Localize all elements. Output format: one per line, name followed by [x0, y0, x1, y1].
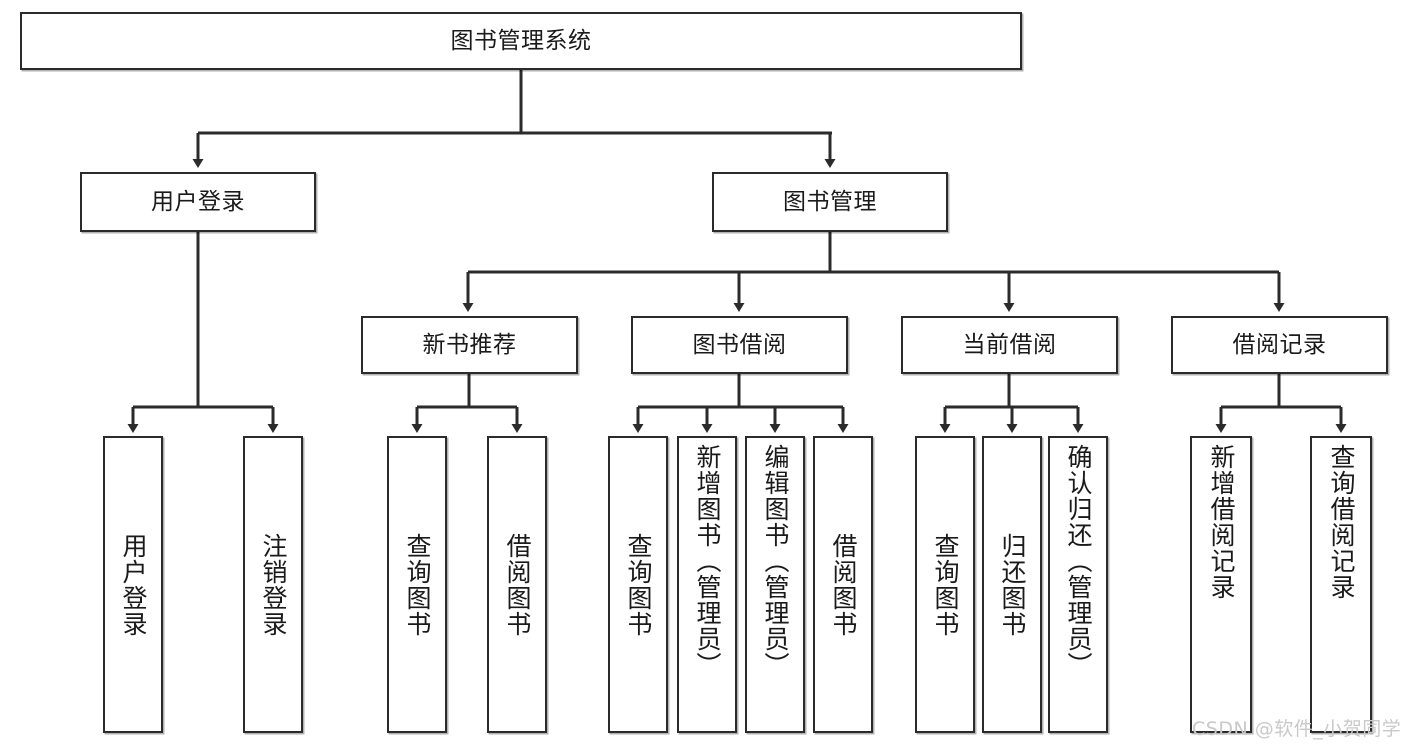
leaf-query-book-borrow[interactable]: 查询图书	[608, 436, 668, 733]
node-user-login-label: 用户登录	[151, 188, 245, 215]
leaf-query-book-current[interactable]: 查询图书	[915, 436, 975, 733]
leaf-logout-label: 注销登录	[259, 532, 288, 637]
node-root[interactable]: 图书管理系统	[20, 12, 1022, 70]
leaf-add-book-admin-label: 新增图书（管理员）	[693, 444, 722, 678]
leaf-logout[interactable]: 注销登录	[243, 436, 303, 733]
leaf-query-book-recommend-label: 查询图书	[403, 532, 432, 637]
node-book-borrow-label: 图书借阅	[692, 331, 787, 358]
node-book-borrow[interactable]: 图书借阅	[631, 316, 848, 374]
node-book-management-label: 图书管理	[783, 188, 877, 215]
leaf-return-book[interactable]: 归还图书	[982, 436, 1042, 733]
leaf-query-borrow-record[interactable]: 查询借阅记录	[1310, 436, 1372, 733]
leaf-add-borrow-record[interactable]: 新增借阅记录	[1190, 436, 1252, 733]
leaf-user-login[interactable]: 用户登录	[103, 436, 163, 733]
node-borrow-record-label: 借阅记录	[1232, 331, 1327, 358]
leaf-borrow-book[interactable]: 借阅图书	[813, 436, 873, 733]
leaf-confirm-return-admin[interactable]: 确认归还（管理员）	[1048, 436, 1108, 733]
leaf-edit-book-admin[interactable]: 编辑图书（管理员）	[745, 436, 805, 733]
node-current-borrow[interactable]: 当前借阅	[901, 316, 1118, 374]
leaf-query-borrow-record-label: 查询借阅记录	[1327, 444, 1356, 600]
csdn-watermark: CSDN @软件_小贺同学	[1192, 718, 1402, 740]
leaf-return-book-label: 归还图书	[998, 532, 1027, 637]
leaf-borrow-book-recommend-label: 借阅图书	[503, 532, 532, 637]
leaf-query-book-borrow-label: 查询图书	[624, 532, 653, 637]
leaf-query-book-recommend[interactable]: 查询图书	[387, 436, 447, 733]
node-new-book-recommend-label: 新书推荐	[422, 331, 517, 358]
node-book-management[interactable]: 图书管理	[712, 172, 948, 232]
node-user-login[interactable]: 用户登录	[80, 172, 316, 232]
leaf-edit-book-admin-label: 编辑图书（管理员）	[761, 444, 790, 678]
leaf-borrow-book-label: 借阅图书	[829, 532, 858, 637]
node-root-label: 图书管理系统	[450, 27, 592, 54]
leaf-query-book-current-label: 查询图书	[931, 532, 960, 637]
leaf-borrow-book-recommend[interactable]: 借阅图书	[487, 436, 547, 733]
node-new-book-recommend[interactable]: 新书推荐	[361, 316, 578, 374]
leaf-add-borrow-record-label: 新增借阅记录	[1207, 444, 1236, 600]
node-borrow-record[interactable]: 借阅记录	[1171, 316, 1388, 374]
node-current-borrow-label: 当前借阅	[962, 331, 1057, 358]
leaf-user-login-label: 用户登录	[119, 532, 148, 637]
leaf-confirm-return-admin-label: 确认归还（管理员）	[1064, 444, 1093, 678]
leaf-add-book-admin[interactable]: 新增图书（管理员）	[677, 436, 737, 733]
